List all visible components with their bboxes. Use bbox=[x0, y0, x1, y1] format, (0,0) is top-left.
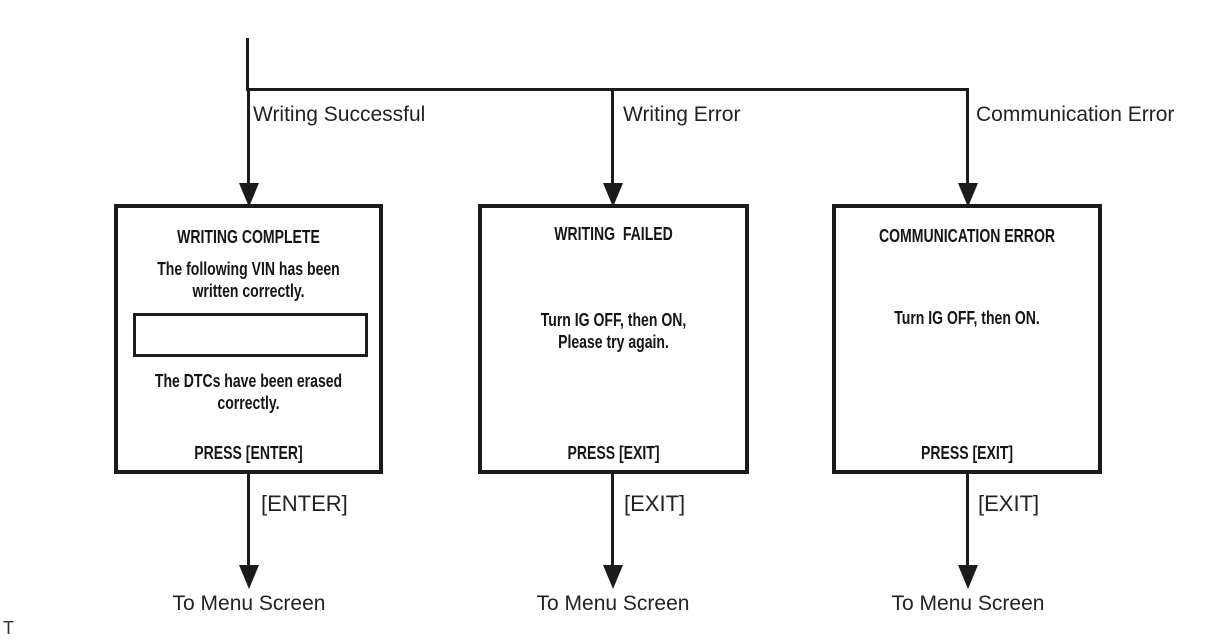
arrow-down-icon bbox=[603, 183, 623, 207]
screen-writing-complete: WRITING COMPLETE The following VIN has b… bbox=[114, 204, 383, 474]
screen-writing-failed: WRITING FAILED Turn IG OFF, then ON, Ple… bbox=[478, 204, 749, 474]
screen-communication-error: COMMUNICATION ERROR Turn IG OFF, then ON… bbox=[832, 204, 1102, 474]
branch-1-label: Writing Successful bbox=[253, 103, 426, 126]
arrow-down-icon bbox=[603, 565, 623, 589]
screen-title: WRITING COMPLETE bbox=[177, 227, 320, 247]
arrow-down-icon bbox=[958, 183, 978, 207]
branch-2-connector-line bbox=[611, 88, 614, 184]
branch-2-label: Writing Error bbox=[623, 103, 741, 126]
branch-3-exit-line bbox=[966, 474, 969, 566]
key-label-enter: [ENTER] bbox=[261, 491, 348, 516]
arrow-down-icon bbox=[239, 565, 259, 589]
key-label-exit: [EXIT] bbox=[624, 491, 686, 516]
branch-1-connector-line bbox=[247, 88, 250, 184]
branch-1-exit-line bbox=[247, 474, 250, 566]
vin-value-field bbox=[133, 313, 368, 357]
arrow-down-icon bbox=[239, 183, 259, 207]
press-instruction: PRESS [EXIT] bbox=[567, 443, 660, 463]
branch-3-label: Communication Error bbox=[976, 103, 1175, 126]
branch-3-connector-line bbox=[966, 88, 969, 184]
key-label-exit: [EXIT] bbox=[978, 491, 1040, 516]
corner-label: T bbox=[3, 618, 14, 638]
destination-label: To Menu Screen bbox=[536, 592, 690, 615]
screen-message-bottom: The DTCs have been erased correctly. bbox=[154, 371, 343, 413]
trunk-stem-line bbox=[246, 38, 249, 91]
destination-label: To Menu Screen bbox=[172, 592, 326, 615]
screen-message: Turn IG OFF, then ON, Please try again. bbox=[540, 310, 687, 352]
press-instruction: PRESS [ENTER] bbox=[194, 443, 303, 463]
destination-label: To Menu Screen bbox=[891, 592, 1045, 615]
distribution-line bbox=[246, 88, 969, 91]
press-instruction: PRESS [EXIT] bbox=[920, 443, 1014, 463]
arrow-down-icon bbox=[958, 565, 978, 589]
branch-2-exit-line bbox=[611, 474, 614, 566]
screen-title: WRITING FAILED bbox=[554, 224, 673, 244]
screen-message: Turn IG OFF, then ON. bbox=[894, 308, 1040, 328]
screen-title: COMMUNICATION ERROR bbox=[878, 226, 1056, 246]
screen-message-top: The following VIN has been written corre… bbox=[157, 259, 340, 301]
